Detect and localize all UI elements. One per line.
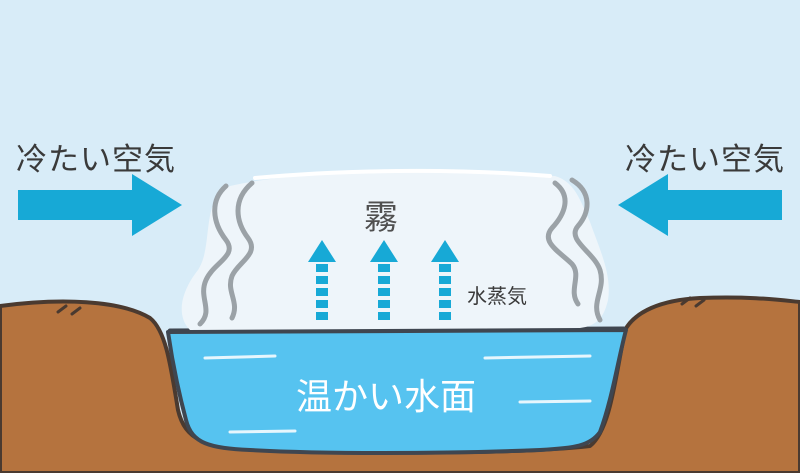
arrow-up-icon xyxy=(431,240,459,262)
fog-swirl-left-outer xyxy=(197,183,232,327)
fog-swirl-right xyxy=(545,180,581,307)
arrow-up-icon xyxy=(370,240,398,262)
water-ripple xyxy=(203,354,277,360)
ground-scratch-right xyxy=(680,296,706,308)
fog-outlines xyxy=(197,177,604,327)
vapor-dash xyxy=(378,312,390,320)
vapor-dash xyxy=(378,276,390,284)
vapor-dash xyxy=(439,312,451,320)
fog-label: 霧 xyxy=(364,198,398,238)
water xyxy=(166,328,628,455)
cold-air-label-right: 冷たい空気 xyxy=(625,142,785,178)
fog-swirl-right-outer xyxy=(569,177,604,323)
arrow-left-icon xyxy=(618,174,782,236)
vapor-dash xyxy=(378,300,390,308)
water-ripples xyxy=(203,354,592,434)
warm-water-label: 温かい水面 xyxy=(296,377,477,418)
vapor-dash xyxy=(439,264,451,272)
fog-swirl-left xyxy=(228,180,255,321)
vapor-dash xyxy=(316,288,328,296)
ground-scratch-left xyxy=(56,304,82,316)
vapor-dash xyxy=(378,288,390,296)
vapor-dash xyxy=(439,288,451,296)
fog-top-edge xyxy=(253,168,552,180)
water-ripple xyxy=(518,399,592,404)
vapor-arrow-1 xyxy=(308,240,336,320)
vapor-dash xyxy=(378,264,390,272)
vapor-arrow-2 xyxy=(370,240,398,320)
water-vapor-label: 水蒸気 xyxy=(467,284,527,308)
fog-cloud xyxy=(181,171,609,330)
vapor-arrow-3 xyxy=(431,240,459,320)
cold-air-label-left: 冷たい空気 xyxy=(16,142,176,178)
vapor-dash xyxy=(439,276,451,284)
water-surface-line xyxy=(167,326,627,334)
vapor-dash xyxy=(316,312,328,320)
vapor-dash xyxy=(316,276,328,284)
water-ripple xyxy=(483,354,592,360)
vapor-dash xyxy=(316,300,328,308)
vapor-dash xyxy=(316,264,328,272)
arrow-up-icon xyxy=(308,240,336,262)
water-ripple xyxy=(228,429,297,434)
vapor-dash xyxy=(439,300,451,308)
arrow-right-icon xyxy=(18,174,182,236)
